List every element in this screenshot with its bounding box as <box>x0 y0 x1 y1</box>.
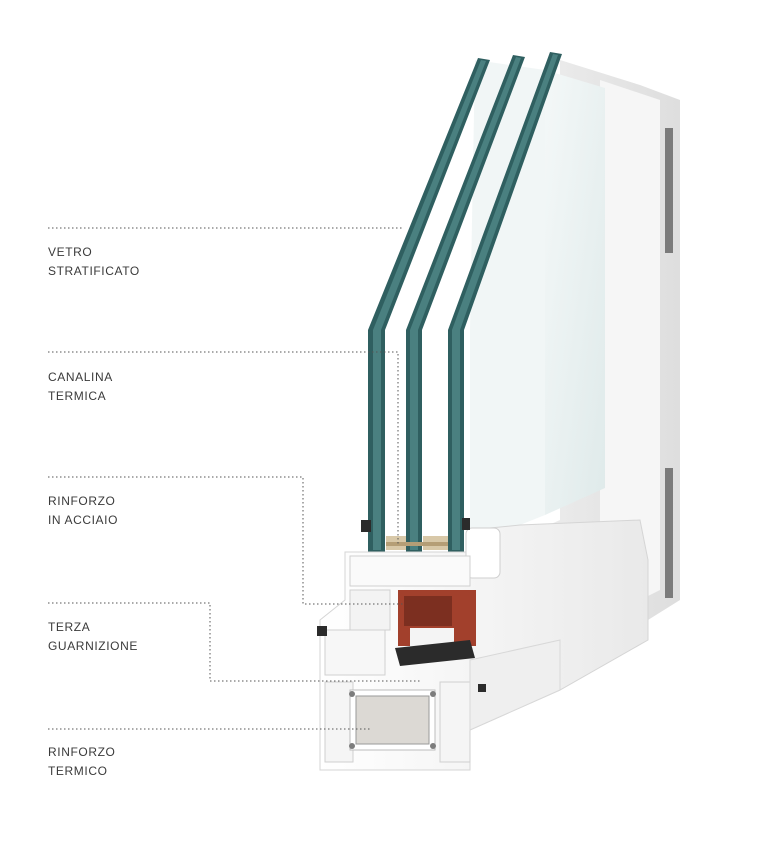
callout-rinforzo-in-acciaio: RINFORZO IN ACCIAIO <box>48 492 118 530</box>
callout-line: RINFORZO <box>48 745 116 759</box>
callout-line: STRATIFICATO <box>48 264 140 278</box>
callout-line: VETRO <box>48 245 93 259</box>
callout-line: TERMICO <box>48 764 108 778</box>
gasket-third <box>395 640 475 666</box>
leader-terza-guarnizione <box>48 602 420 682</box>
steel-reinforcement <box>398 590 476 646</box>
glass-pane-1 <box>368 58 490 552</box>
gaskets <box>317 518 486 692</box>
gasket-glass-right <box>462 518 470 530</box>
leader-lines <box>48 227 420 730</box>
leader-canalina-termica <box>48 351 399 545</box>
hinge-slot-bottom <box>665 468 673 598</box>
callout-line: RINFORZO <box>48 494 116 508</box>
callout-vetro-stratificato: VETRO STRATIFICATO <box>48 243 140 281</box>
callout-line: IN ACCIAIO <box>48 513 119 527</box>
callout-line: TERZA <box>48 620 91 634</box>
glass-pane-3 <box>448 52 562 552</box>
gasket-outer <box>317 626 327 636</box>
gasket-glass-left <box>361 520 371 532</box>
callout-line: CANALINA <box>48 370 113 384</box>
callout-rinforzo-termico: RINFORZO TERMICO <box>48 743 115 781</box>
glass-face-2 <box>470 60 545 545</box>
spacer-strip <box>386 542 448 546</box>
callout-terza-guarnizione: TERZA GUARNIZIONE <box>48 618 138 656</box>
gasket-inner <box>478 684 486 692</box>
leader-rinforzo-in-acciaio <box>48 476 403 605</box>
glass-pane-2 <box>406 55 525 552</box>
thermal-insert <box>349 689 436 751</box>
callout-canalina-termica: CANALINA TERMICA <box>48 368 113 406</box>
callout-line: TERMICA <box>48 389 107 403</box>
hinge-slot-top <box>665 128 673 253</box>
glass-face <box>545 70 605 515</box>
glass-panes <box>368 52 562 552</box>
callout-line: GUARNIZIONE <box>48 639 138 653</box>
